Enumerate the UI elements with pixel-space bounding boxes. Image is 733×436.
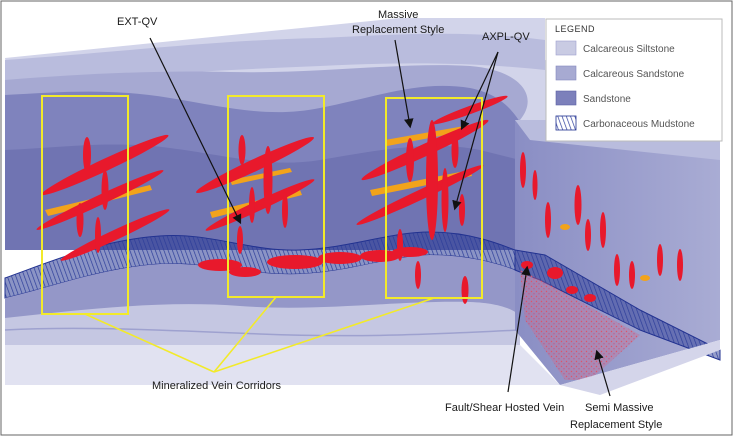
legend-swatch-sandstone xyxy=(555,90,577,106)
legend-label-siltstone: Calcareous Siltstone xyxy=(583,44,675,55)
label-semi-2: Replacement Style xyxy=(570,419,662,431)
label-semi-1: Semi Massive xyxy=(585,402,653,414)
legend-label-mudstone: Carbonaceous Mudstone xyxy=(583,119,695,130)
label-massive-1: Massive xyxy=(378,9,418,21)
legend-title: LEGEND xyxy=(555,24,595,34)
side-veins xyxy=(520,152,683,289)
legend: LEGEND Calcareous Siltstone Calcareous S… xyxy=(545,18,723,142)
semi-massive-zone-tint xyxy=(520,270,640,380)
corridor-callout-lines xyxy=(84,296,435,373)
red-vertical-veins xyxy=(76,120,469,304)
label-ext-qv: EXT-QV xyxy=(117,16,158,28)
label-corridors: Mineralized Vein Corridors xyxy=(152,380,281,392)
side-orange-pods xyxy=(560,224,650,281)
legend-swatch-siltstone xyxy=(555,40,577,56)
pointer-arrows xyxy=(149,37,611,397)
label-fault-vein: Fault/Shear Hosted Vein xyxy=(445,402,564,414)
red-mudstone-lenses xyxy=(198,247,596,302)
side-bottom xyxy=(560,340,720,395)
label-massive-2: Replacement Style xyxy=(352,24,444,36)
base-line xyxy=(4,327,521,337)
mudstone-base xyxy=(5,232,520,298)
legend-label-sandstone: Sandstone xyxy=(583,94,631,105)
legend-swatch-calc-sandstone xyxy=(555,65,577,81)
label-axpl-qv: AXPL-QV xyxy=(482,31,530,43)
legend-label-calc-sandstone: Calcareous Sandstone xyxy=(583,69,685,80)
side-mudstone-base xyxy=(515,250,720,360)
legend-swatch-mudstone xyxy=(555,115,577,131)
base-siltstone xyxy=(5,345,560,385)
top-siltstone-band xyxy=(5,33,545,82)
semi-massive-zone xyxy=(520,270,640,380)
